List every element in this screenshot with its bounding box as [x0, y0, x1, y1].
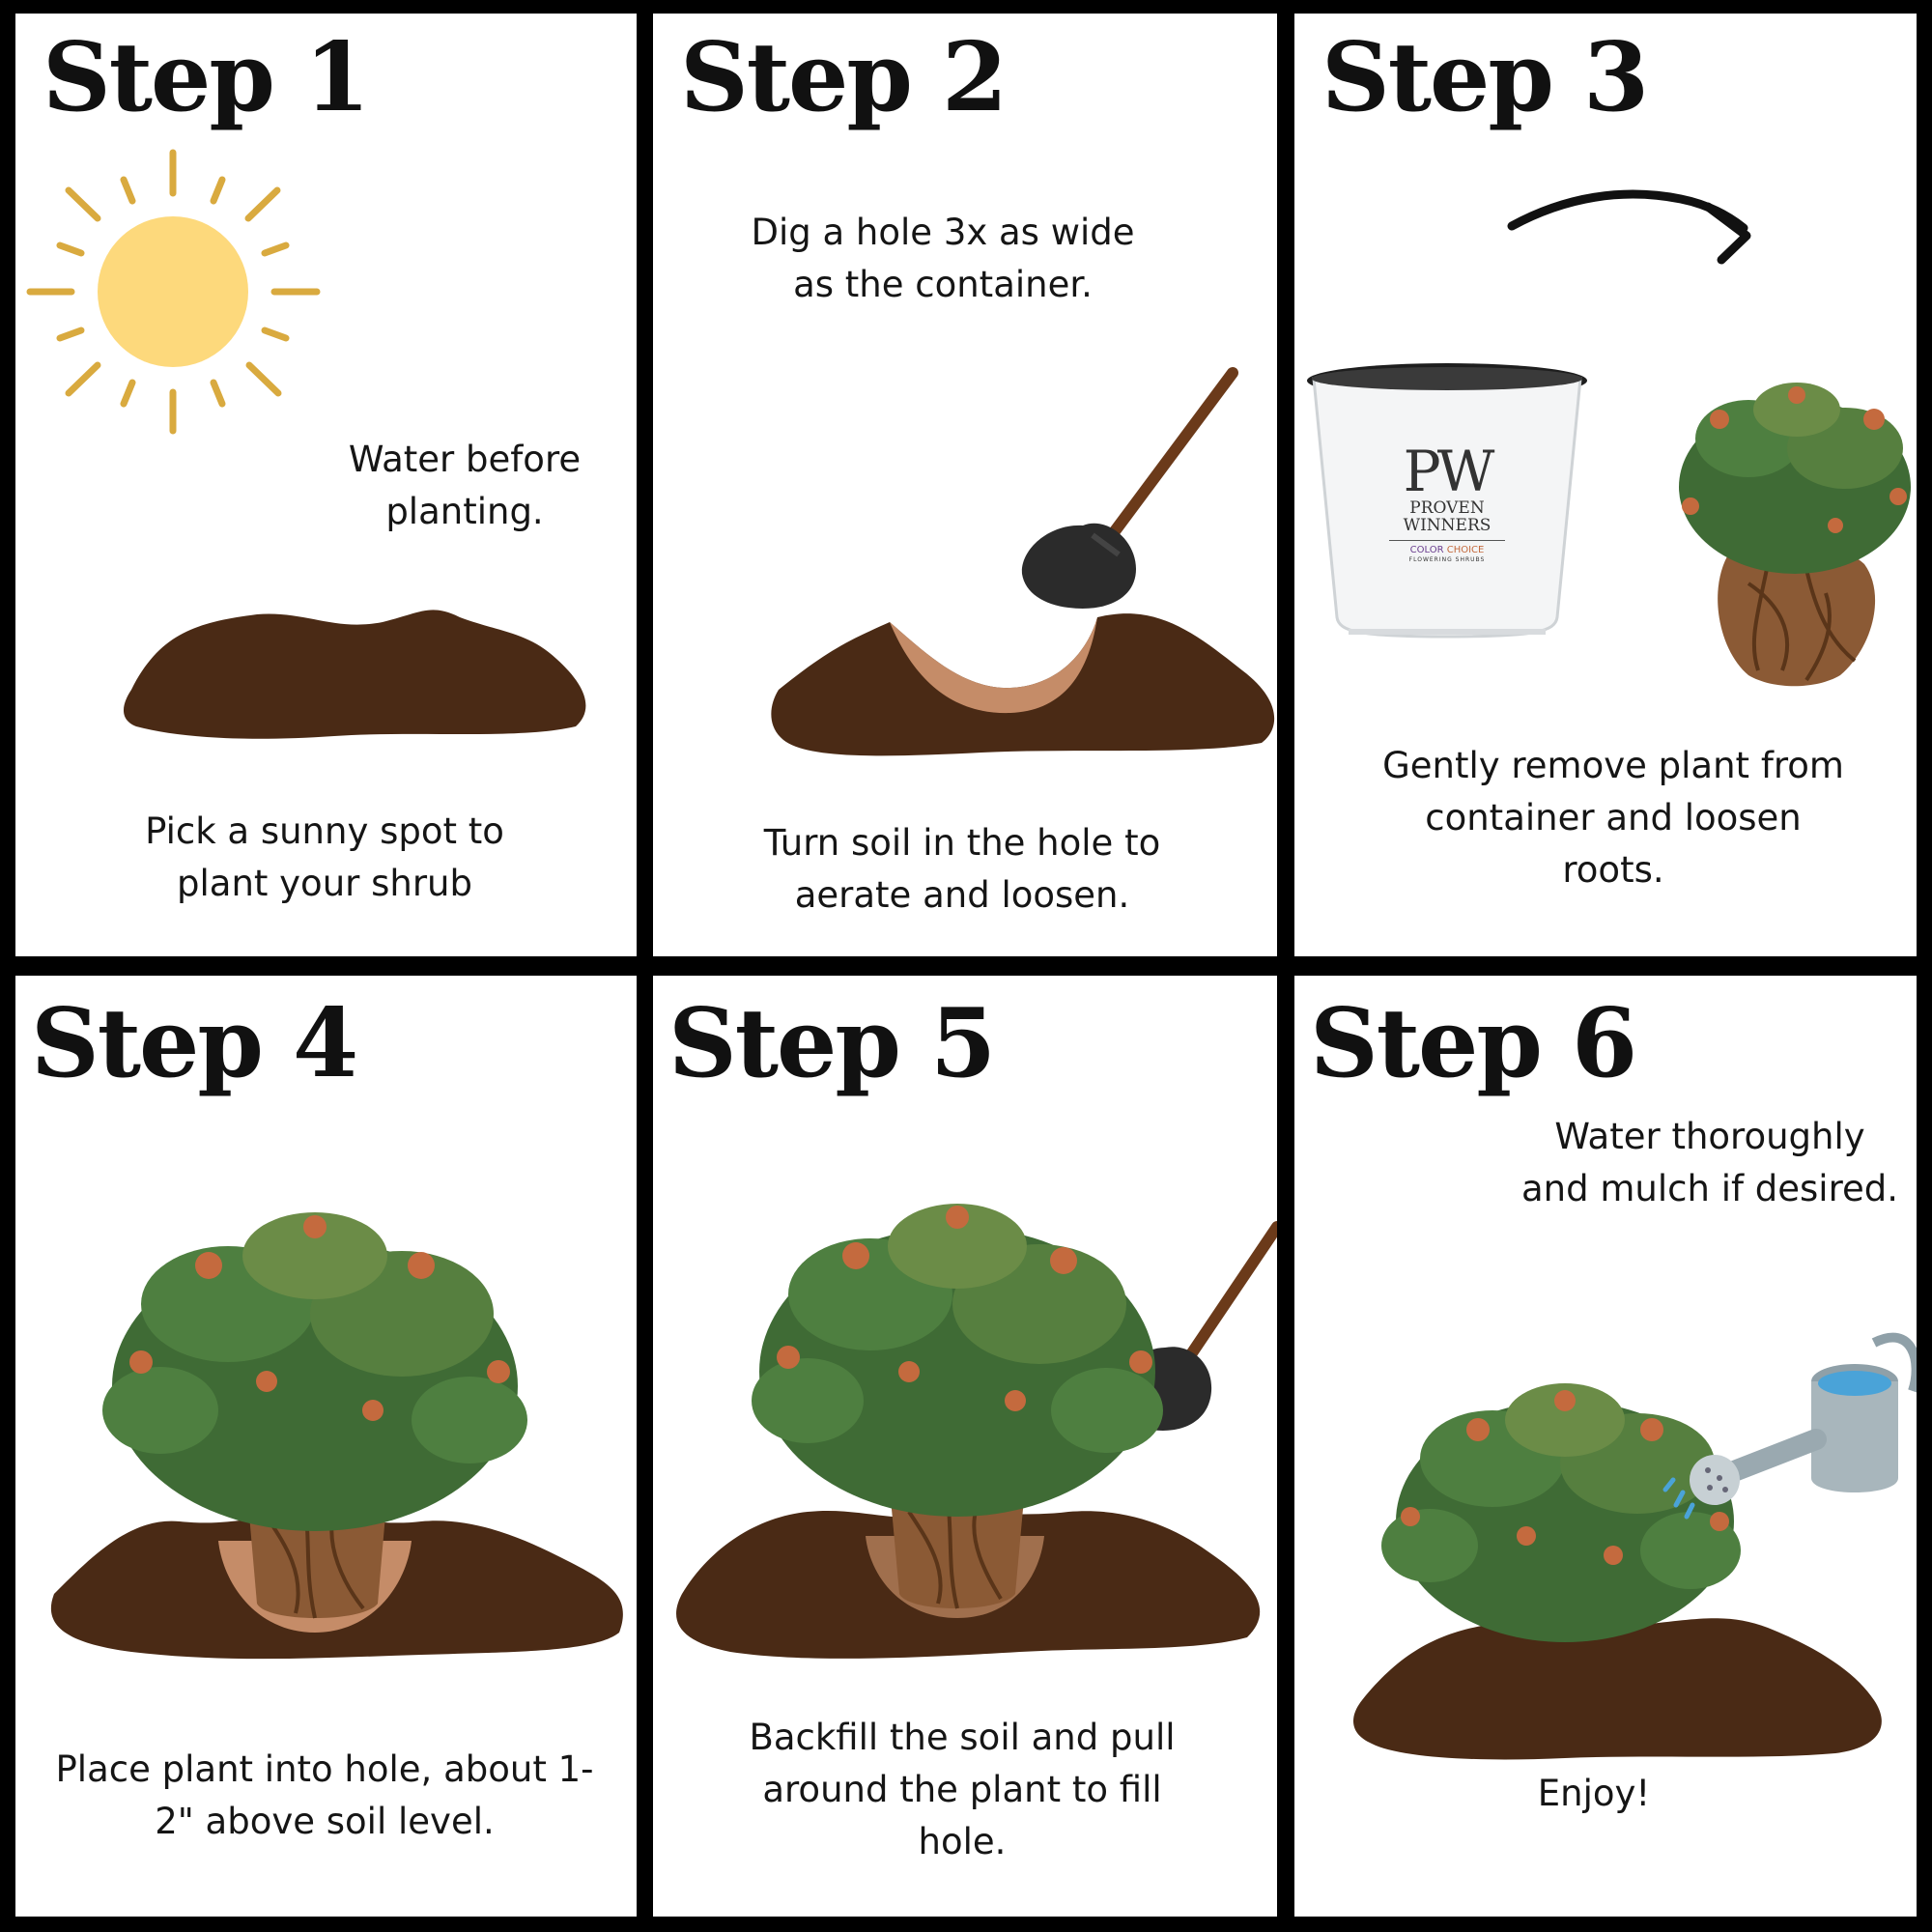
nursery-pot	[1307, 363, 1587, 639]
step-6-bottom-text: Enjoy!	[1537, 1773, 1651, 1814]
shovel-icon	[1021, 367, 1238, 609]
pot-brand-line1: PROVEN	[1409, 498, 1485, 518]
sun-icon	[26, 149, 321, 435]
step-2-title: Step 2	[680, 22, 1008, 133]
step-6-panel: Step 6	[1294, 976, 1917, 1917]
shrub-foliage	[752, 1204, 1163, 1517]
step-1-art	[26, 149, 586, 739]
step-5-panel: Step 5	[653, 976, 1277, 1917]
step-3-title: Step 3	[1321, 22, 1649, 133]
step-5-title: Step 5	[668, 988, 996, 1099]
step-2-bottom-text: Turn soil in the hole to aerate and loos…	[763, 822, 1161, 916]
pot-sub-b: CHOICE	[1446, 545, 1485, 555]
step-4-panel: Step 4 Pl	[15, 976, 637, 1917]
shrub-foliage	[1381, 1383, 1741, 1642]
pot-sub-c: FLOWERING SHRUBS	[1408, 556, 1486, 563]
step-1-title: Step 1	[43, 22, 370, 133]
soil-mound	[771, 613, 1275, 756]
step-2-top-text: Dig a hole 3x as wide as the container.	[751, 212, 1135, 305]
step-6-top-text: Water thoroughly and mulch if desired.	[1521, 1116, 1898, 1209]
step-1-top-text: Water before planting.	[348, 439, 582, 532]
step-4-bottom-text: Place plant into hole, about 1-2" above …	[55, 1748, 594, 1842]
step-1-panel: Step 1	[15, 14, 637, 956]
step-2-art	[771, 367, 1275, 756]
step-3-panel: Step 3	[1294, 14, 1917, 956]
step-3-art	[1307, 189, 1911, 687]
pot-sub-a: COLOR	[1409, 545, 1444, 555]
step-3-bottom-text: Gently remove plant from container and l…	[1382, 745, 1844, 891]
step-6-title: Step 6	[1310, 988, 1637, 1099]
pot-logo: PW	[1403, 439, 1495, 504]
shrub-foliage	[102, 1212, 527, 1531]
soil-mound	[123, 610, 586, 739]
root-ball	[1718, 545, 1876, 687]
step-5-bottom-text: Backfill the soil and pull around the pl…	[749, 1717, 1176, 1862]
step-4-title: Step 4	[31, 988, 358, 1099]
shrub-foliage	[1679, 383, 1911, 574]
step-4-art	[50, 1212, 623, 1660]
pot-label: PW PROVEN WINNERS COLOR CHOICE FLOWERING…	[1389, 443, 1505, 564]
pot-brand-line2: WINNERS	[1403, 516, 1492, 535]
dug-hole	[890, 617, 1097, 714]
soil-mound	[1352, 1618, 1882, 1760]
watering-can-icon	[1662, 1332, 1917, 1520]
step-1-bottom-text: Pick a sunny spot to plant your shrub	[145, 810, 504, 904]
step-6-art	[1352, 1332, 1917, 1760]
step-2-panel: Step 2 Dig a hole 3x as wide as the cont…	[653, 14, 1277, 956]
step-5-art	[676, 1204, 1277, 1659]
